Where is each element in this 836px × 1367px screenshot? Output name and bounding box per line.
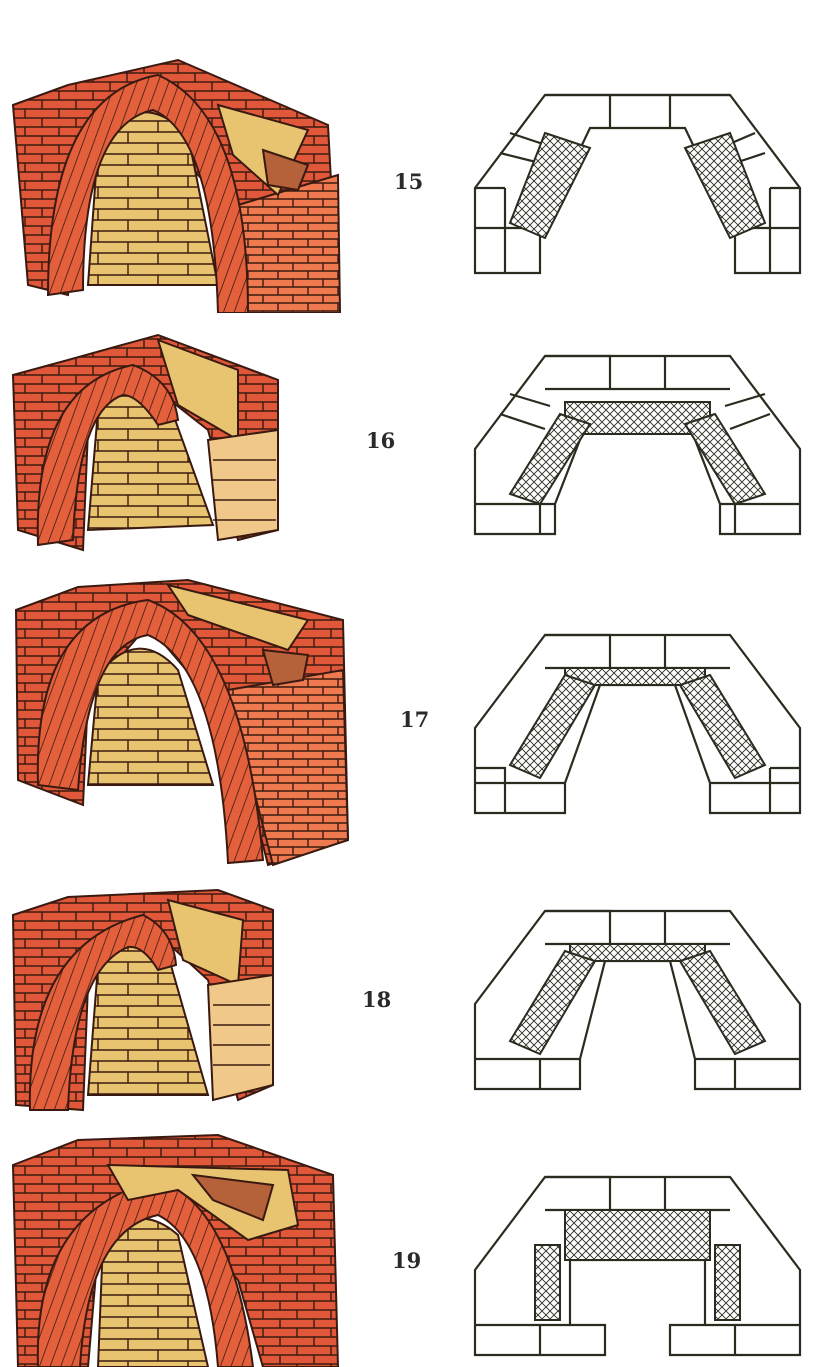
- brick-vault-illustration: [14, 578, 350, 867]
- isometric-view-18: [8, 885, 276, 1113]
- brick-layout-plan: [473, 354, 802, 536]
- plan-view-15: [470, 93, 804, 275]
- isometric-view-16: [8, 330, 283, 552]
- step-18: 18: [0, 885, 836, 1115]
- isometric-view-19: [8, 1130, 343, 1367]
- step-number: 15: [394, 169, 424, 194]
- plan-view-16: [470, 354, 804, 536]
- brick-vault-illustration: [11, 333, 279, 552]
- step-number: 18: [362, 987, 392, 1012]
- brick-layout-plan: [473, 93, 802, 275]
- step-17: 17: [0, 575, 836, 870]
- step-number: 16: [366, 428, 396, 453]
- plan-view-17: [470, 633, 804, 815]
- brick-vault-illustration: [11, 1133, 340, 1367]
- step-19: 19: [0, 1130, 836, 1367]
- brick-layout-plan: [473, 633, 802, 815]
- isometric-view-17: [8, 575, 353, 867]
- brick-vault-illustration: [11, 58, 342, 313]
- step-number: 17: [400, 707, 430, 732]
- plan-view-18: [470, 909, 804, 1091]
- isometric-view-15: [8, 55, 343, 313]
- brick-vault-illustration: [11, 888, 274, 1112]
- plan-view-19: [470, 1175, 804, 1357]
- brick-layout-plan: [473, 909, 802, 1091]
- step-number: 19: [392, 1248, 422, 1273]
- step-15: 15: [0, 55, 836, 315]
- step-16: 16: [0, 330, 836, 555]
- brick-layout-plan: [473, 1175, 802, 1357]
